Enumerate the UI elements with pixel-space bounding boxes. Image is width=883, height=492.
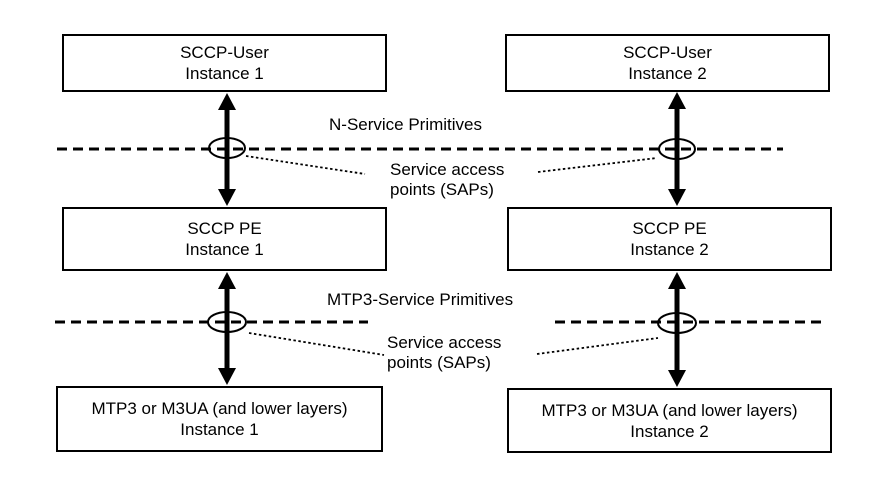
box-subtitle: Instance 2 — [630, 240, 709, 259]
box-title: SCCP PE — [632, 219, 707, 238]
double-arrow-sccp-user-1-to-sccp-pe-1 — [218, 93, 236, 206]
box-subtitle: Instance 1 — [180, 420, 259, 439]
box-subtitle: Instance 1 — [185, 64, 264, 83]
box-subtitle: Instance 1 — [185, 240, 264, 259]
sap-leader-lower-right — [536, 337, 659, 355]
sccp-pe-instance-1-box: SCCP PE Instance 1 — [62, 207, 387, 271]
sccp-user-instance-2-box: SCCP-User Instance 2 — [505, 34, 830, 92]
n-service-primitives-label: N-Service Primitives — [329, 115, 483, 134]
box-title: SCCP PE — [187, 219, 262, 238]
sap-label-line2: points (SAPs) — [387, 353, 491, 372]
sccp-user-instance-1-box: SCCP-User Instance 1 — [62, 34, 387, 92]
double-arrow-sccp-pe-2-to-mtp3-2 — [668, 272, 686, 387]
sap-ellipse-n-service-1 — [208, 137, 246, 159]
mtp3-service-primitives-label: MTP3-Service Primitives — [327, 290, 514, 309]
box-subtitle: Instance 2 — [630, 421, 709, 441]
sap-label-line1: Service access — [387, 333, 502, 352]
box-title: SCCP-User — [623, 43, 712, 62]
mtp3-m3ua-instance-2-box: MTP3 or M3UA (and lower layers) Instance… — [507, 388, 832, 453]
box-title: SCCP-User — [180, 43, 269, 62]
sap-ellipse-mtp3-service-1 — [207, 311, 247, 333]
double-arrow-sccp-user-2-to-sccp-pe-2 — [668, 92, 686, 206]
sap-ellipse-mtp3-service-2 — [657, 312, 697, 334]
box-subtitle: Instance 2 — [628, 64, 707, 83]
sap-label-lower: Service access points (SAPs) — [387, 333, 501, 373]
sap-label-upper: Service access points (SAPs) — [390, 160, 504, 200]
box-title: MTP3 or M3UA (and lower layers) — [541, 400, 798, 420]
sap-label-line2: points (SAPs) — [390, 180, 494, 199]
sap-label-line1: Service access — [390, 160, 505, 179]
sap-ellipse-n-service-2 — [658, 138, 696, 160]
double-arrow-sccp-pe-1-to-mtp3-1 — [218, 272, 236, 385]
mtp3-m3ua-instance-1-box: MTP3 or M3UA (and lower layers) Instance… — [56, 386, 383, 452]
sap-leader-upper-right — [537, 157, 658, 173]
sap-leader-lower-left — [248, 332, 385, 356]
sap-leader-upper-left — [245, 155, 366, 175]
sccp-pe-instance-2-box: SCCP PE Instance 2 — [507, 207, 832, 271]
box-title: MTP3 or M3UA (and lower layers) — [91, 399, 348, 418]
